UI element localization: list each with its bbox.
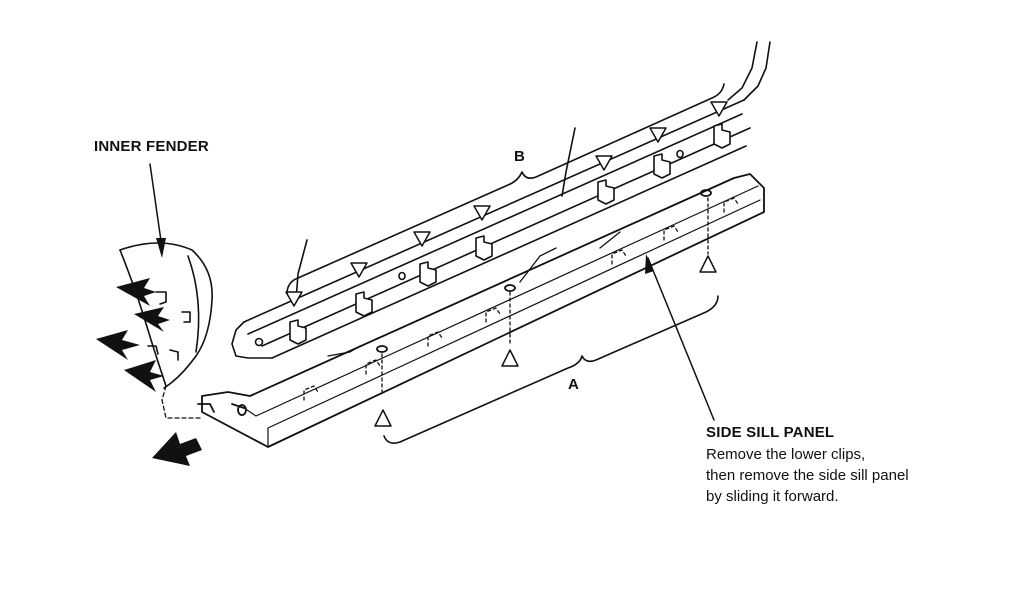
instruction-line: Remove the lower clips,	[706, 446, 866, 463]
leader-arrowheads	[156, 238, 654, 274]
side-sill-panel	[197, 173, 765, 448]
lower-clips	[303, 197, 739, 401]
label-a: A	[568, 376, 579, 393]
fender-clip-arrows	[96, 278, 170, 392]
inner-fender-label: INNER FENDER	[94, 138, 209, 155]
instructions-block: Remove the lower clips, then remove the …	[706, 444, 909, 507]
label-b: B	[514, 148, 525, 165]
bracket-b	[286, 83, 725, 295]
bracket-a	[383, 295, 719, 444]
leader-lines	[149, 163, 715, 421]
lower-triangle-markers	[374, 255, 717, 427]
upper-triangle-markers	[285, 101, 728, 307]
car-body	[231, 41, 771, 359]
instruction-line: by sliding it forward.	[706, 488, 839, 505]
inner-fender	[119, 242, 213, 419]
forward-slide-arrow	[152, 432, 202, 466]
instruction-line: then remove the side sill panel	[706, 467, 909, 484]
upper-brackets	[289, 123, 731, 345]
side-sill-panel-label: SIDE SILL PANEL	[706, 424, 835, 441]
